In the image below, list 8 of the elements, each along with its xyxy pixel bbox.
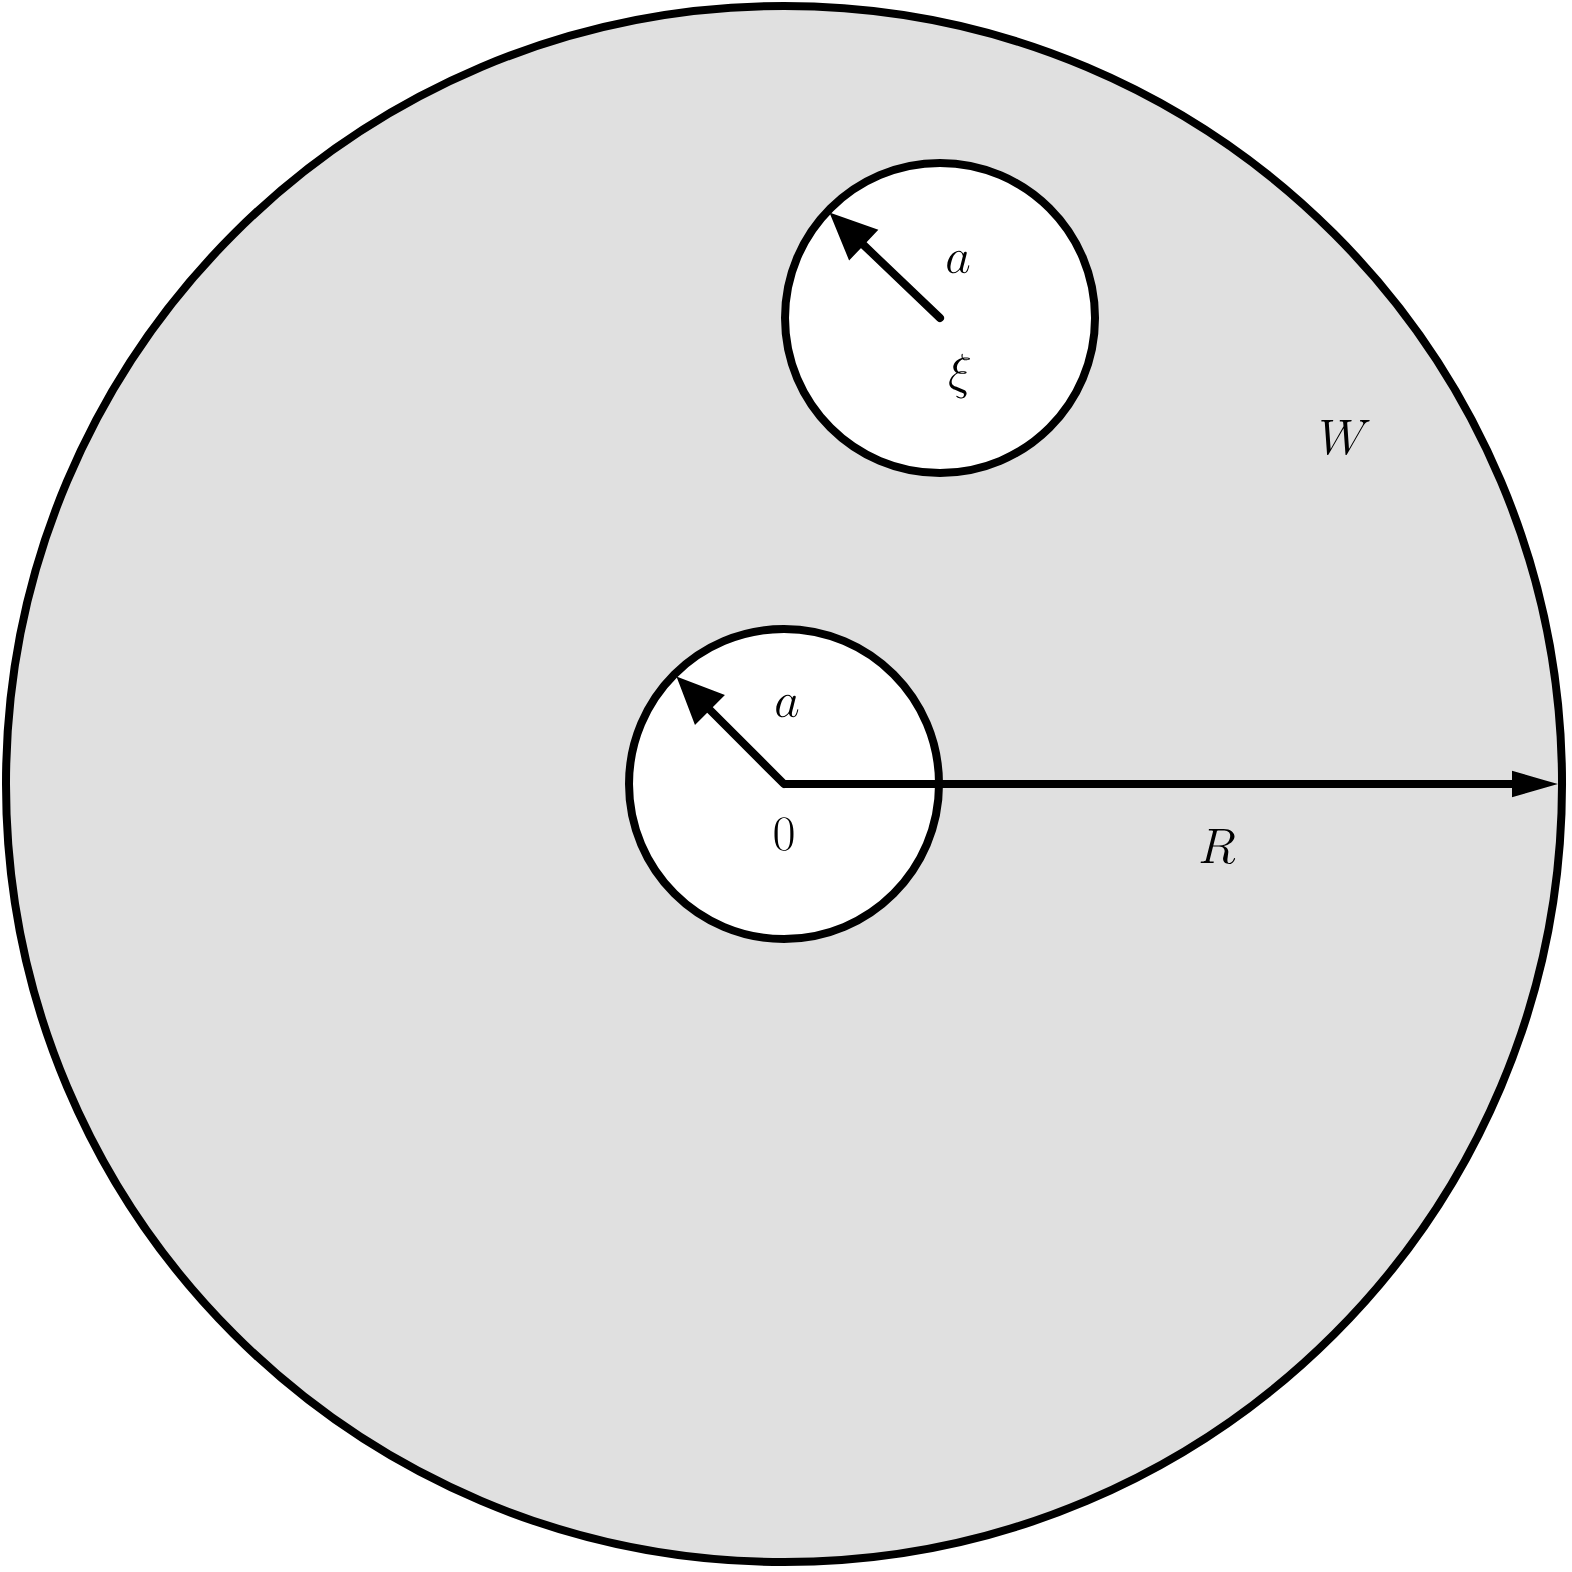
math-symbol: $a$	[947, 250, 970, 274]
hole-circle	[625, 625, 943, 943]
math-symbol: $0$	[774, 817, 794, 851]
math-symbol: $a$	[776, 694, 799, 718]
math-symbol: $\xi$	[949, 353, 970, 399]
dimension-label: $R$	[1200, 829, 1236, 865]
hole-circle	[781, 159, 1099, 477]
math-symbol: $W$	[1321, 420, 1370, 456]
